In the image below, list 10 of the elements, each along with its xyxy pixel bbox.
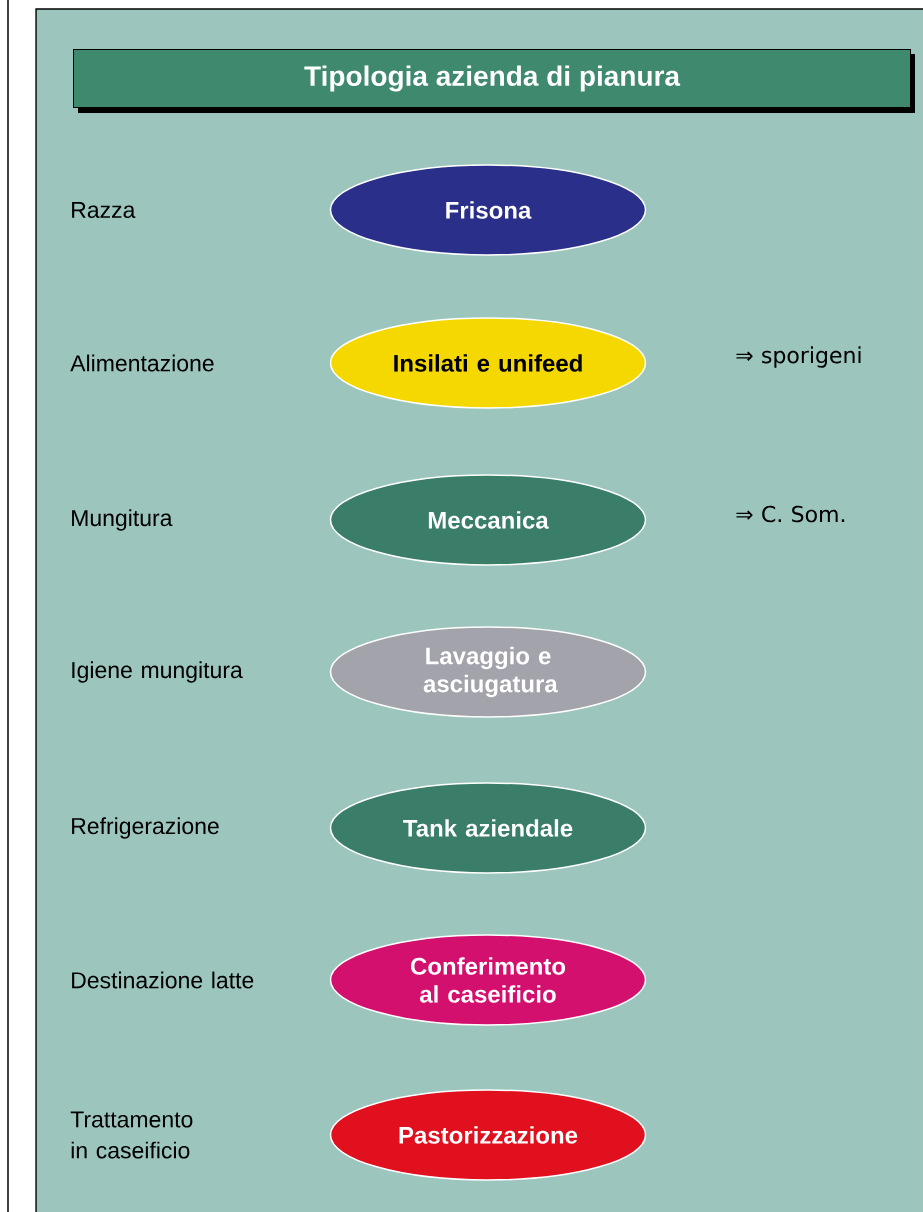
title-band: Tipologia azienda di pianura (73, 49, 915, 113)
row-label: Trattamento in caseificio (70, 1111, 193, 1159)
row-label: Igiene mungitura (72, 661, 243, 683)
row-label: Razza (72, 202, 136, 219)
row-label: Destinazione latte (72, 971, 254, 989)
side-note: ⇒ sporigeni (736, 346, 861, 368)
side-note: ⇒ C. Som. (736, 505, 845, 523)
row-label: Mungitura (72, 509, 173, 531)
row-label: Refrigerazione (72, 817, 219, 839)
row-label: Alimentazione (70, 354, 214, 372)
